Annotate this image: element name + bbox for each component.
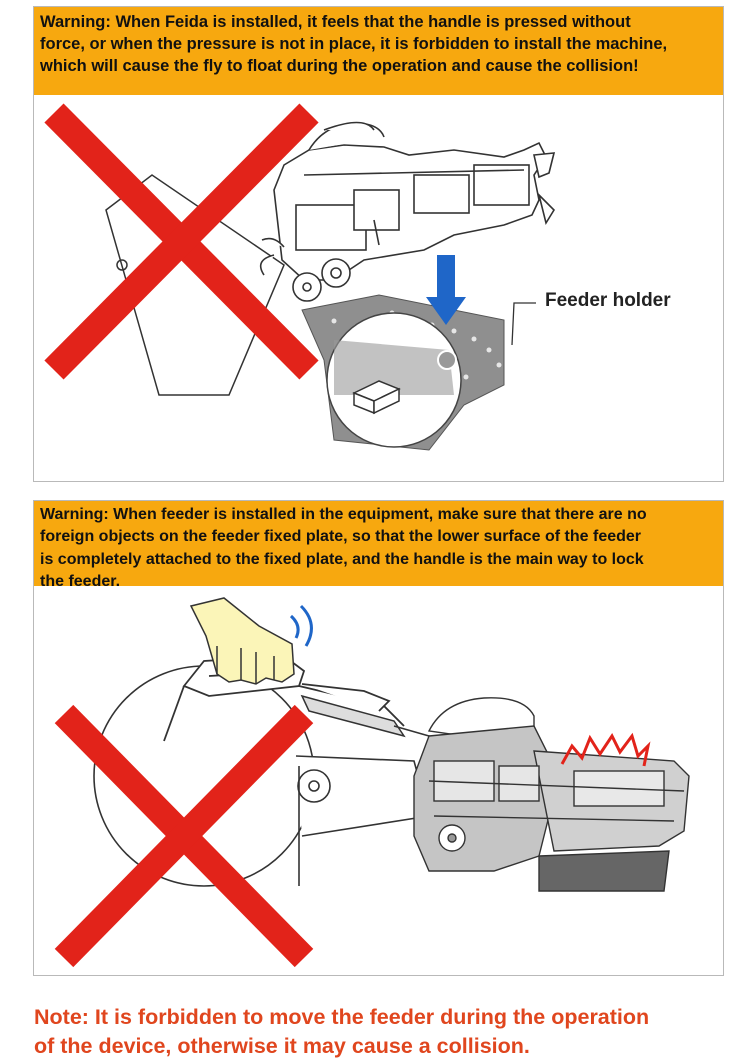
- warning-2-line-1: Warning: When feeder is installed in the…: [40, 506, 647, 523]
- note-line-2: of the device, otherwise it may cause a …: [34, 1034, 530, 1058]
- warning-1-line-3: which will cause the fly to float during…: [40, 57, 639, 75]
- warning-1-line-2: force, or when the pressure is not in pl…: [40, 35, 668, 53]
- note-line-1: Note: It is forbidden to move the feeder…: [34, 1005, 650, 1029]
- warning-1-line-1: Warning: When Feida is installed, it fee…: [40, 13, 631, 31]
- warning-2-line-3: is completely attached to the fixed plat…: [40, 550, 644, 568]
- mount-hole: [437, 350, 457, 370]
- zoom-circle: [326, 312, 462, 448]
- warning-banner-1: Warning: When Feida is installed, it fee…: [34, 7, 723, 95]
- down-arrow-icon: [426, 255, 466, 325]
- warning-banner-2: Warning: When feeder is installed in the…: [34, 501, 723, 590]
- feeder-operation-illustration: [54, 597, 690, 968]
- feeder-holder-label: Feeder holder: [545, 290, 671, 311]
- feeder-install-illustration: [44, 103, 556, 451]
- label-leader-line: [511, 302, 536, 346]
- warning-2-line-4: the feeder.: [40, 572, 121, 590]
- feeder-machine: [259, 121, 556, 302]
- hand-icon: [189, 597, 295, 685]
- collision-burst-icon: [560, 732, 651, 767]
- red-cross-icon: [44, 103, 319, 380]
- red-cross-icon: [54, 704, 314, 968]
- feeder-machine-gray: [413, 697, 690, 892]
- warning-panel-2: Warning: When feeder is installed in the…: [33, 500, 724, 976]
- bottom-note: Note: It is forbidden to move the feeder…: [34, 1003, 649, 1061]
- warning-2-line-2: foreign objects on the feeder fixed plat…: [40, 528, 642, 546]
- motion-wave-icon: [289, 604, 313, 647]
- tape-reel: [93, 665, 431, 887]
- foreign-object-icon: [352, 380, 401, 415]
- warning-panel-1: Warning: When Feida is installed, it fee…: [33, 6, 724, 482]
